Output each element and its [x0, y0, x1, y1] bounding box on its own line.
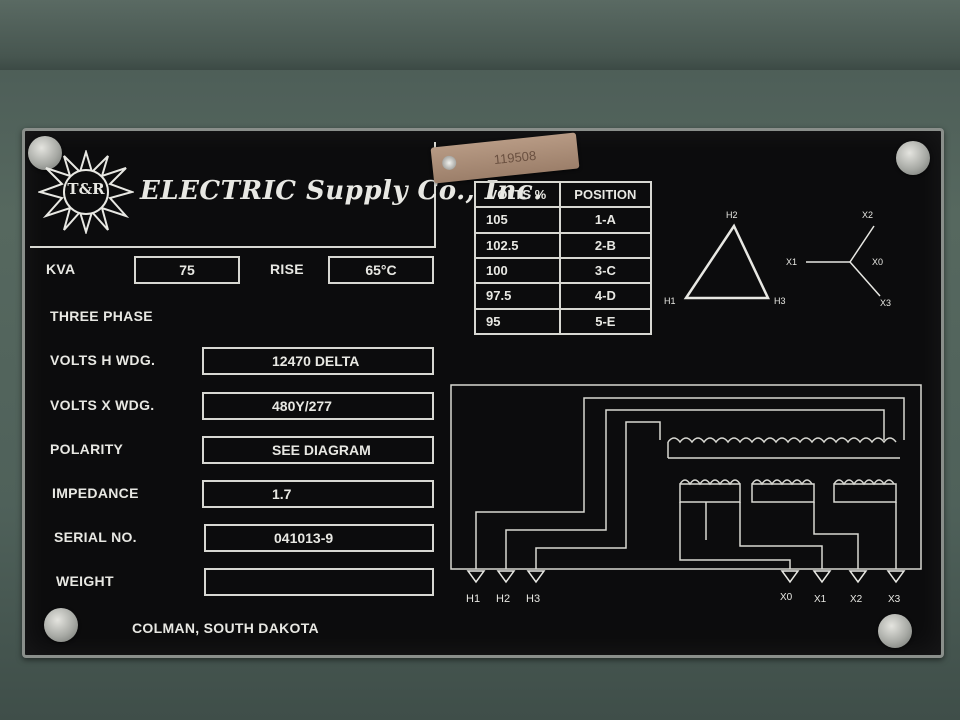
- delta-label-h3: H3: [774, 296, 786, 306]
- tap-position: 5-E: [558, 307, 653, 336]
- wye-label-x3: X3: [880, 298, 891, 308]
- tap-position: 3-C: [558, 256, 653, 285]
- terminal-label-x1: X1: [814, 594, 827, 605]
- tap-position: 1-A: [558, 206, 653, 234]
- tap-table-header: VOLTS % POSITION: [474, 180, 653, 209]
- wiring-diagram: [450, 384, 922, 570]
- wye-symbol-icon: [806, 225, 881, 297]
- terminal-label-h2: H2: [496, 593, 510, 605]
- field-value-impedance: 1.7: [202, 480, 434, 508]
- tap-volts: 95: [474, 307, 561, 336]
- terminal-markers: [466, 570, 906, 584]
- wall-background: [0, 0, 960, 70]
- table-row: 105 1-A: [474, 206, 653, 234]
- table-row: 102.5 2-B: [474, 231, 653, 259]
- terminal-label-h1: H1: [466, 593, 480, 605]
- field-value-serial: 041013-9: [204, 524, 434, 552]
- kva-label: KVA: [46, 261, 76, 277]
- terminal-label-x3: X3: [888, 594, 901, 605]
- location-text: COLMAN, SOUTH DAKOTA: [132, 620, 319, 636]
- field-value-weight: [204, 568, 434, 596]
- table-row: 95 5-E: [474, 307, 653, 336]
- delta-label-h1: H1: [664, 296, 676, 306]
- rivet-bottom-left: [44, 608, 78, 642]
- kva-value: 75: [134, 256, 240, 284]
- tap-volts: 97.5: [474, 282, 561, 310]
- logo-frame: [30, 142, 436, 248]
- tap-volts: 105: [474, 206, 561, 234]
- field-label-polarity: POLARITY: [50, 441, 124, 457]
- phase-label: THREE PHASE: [50, 308, 153, 324]
- delta-label-h2: H2: [726, 210, 738, 220]
- field-label-serial: SERIAL NO.: [54, 529, 137, 545]
- terminal-label-x2: X2: [850, 594, 863, 605]
- tap-position: 4-D: [558, 282, 653, 310]
- rise-label: RISE: [270, 261, 304, 277]
- tap-header-position: POSITION: [558, 180, 653, 209]
- wye-label-x1: X1: [786, 257, 797, 267]
- tap-volts: 102.5: [474, 231, 561, 259]
- logo-letters: T&R: [67, 180, 105, 198]
- terminal-label-x0: X0: [780, 592, 793, 603]
- rivet-bottom-right: [878, 614, 912, 648]
- table-row: 97.5 4-D: [474, 282, 653, 310]
- tap-table: VOLTS % POSITION 105 1-A 102.5 2-B 100 3…: [474, 180, 653, 336]
- field-label-impedance: IMPEDANCE: [52, 485, 139, 501]
- field-value-volts-h: 12470 DELTA: [202, 347, 434, 375]
- wye-label-x0: X0: [872, 257, 883, 267]
- rise-value: 65°C: [328, 256, 434, 284]
- wye-label-x2: X2: [862, 210, 873, 220]
- field-value-volts-x: 480Y/277: [202, 392, 434, 420]
- field-label-volts-h: VOLTS H WDG.: [50, 352, 156, 368]
- tap-position: 2-B: [558, 231, 653, 259]
- field-value-polarity: SEE DIAGRAM: [202, 436, 434, 464]
- field-label-volts-x: VOLTS X WDG.: [50, 397, 155, 413]
- rivet-top-right: [896, 141, 930, 175]
- tap-volts: 100: [474, 256, 561, 285]
- delta-triangle-icon: [683, 223, 770, 300]
- logo-starburst-icon: [38, 150, 134, 234]
- field-label-weight: WEIGHT: [56, 573, 114, 589]
- terminal-label-h3: H3: [526, 593, 540, 605]
- tap-header-volts: VOLTS %: [474, 180, 561, 209]
- rivet-top-left: [28, 136, 62, 170]
- table-row: 100 3-C: [474, 256, 653, 285]
